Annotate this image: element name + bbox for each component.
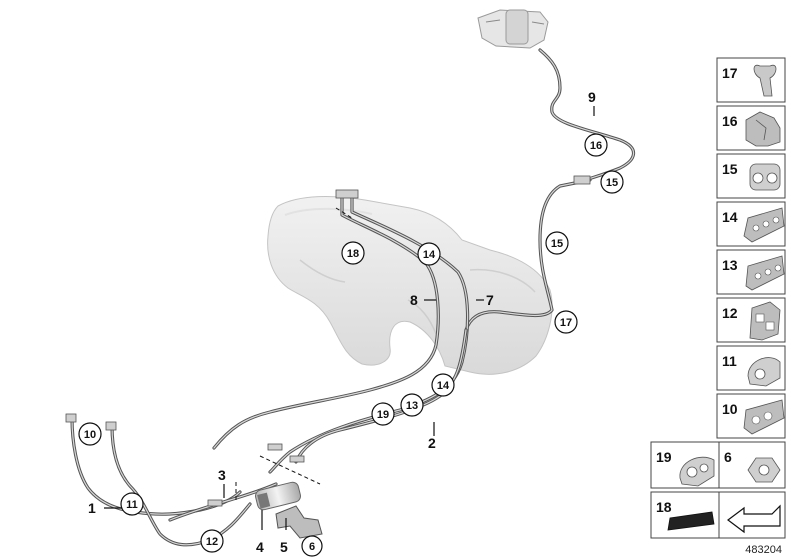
svg-text:13: 13 (722, 257, 738, 273)
circled-callout-6: 6 (301, 535, 323, 557)
svg-text:11: 11 (722, 353, 737, 369)
svg-text:18: 18 (347, 248, 359, 260)
panel-cell-arrow (718, 491, 786, 539)
circled-callout-15-lower: 15 (545, 231, 569, 255)
panel-cell-6: 6 (718, 441, 786, 489)
callout-1: 1 (88, 500, 96, 516)
panel-cell-19: 19 (650, 441, 720, 489)
circled-callout-17: 17 (554, 310, 578, 334)
svg-text:14: 14 (722, 209, 738, 225)
callout-9: 9 (588, 89, 596, 105)
circled-callout-14-upper: 14 (417, 242, 441, 266)
svg-text:6: 6 (724, 449, 732, 465)
panel-cell-18: 18 (650, 491, 720, 539)
svg-text:14: 14 (437, 380, 450, 392)
svg-text:18: 18 (656, 499, 672, 515)
panel-cell-10: 10 (716, 393, 786, 439)
circled-callout-16: 16 (584, 133, 608, 157)
connector-clips (65, 175, 591, 507)
carbon-canister-illustration (477, 9, 549, 49)
svg-text:15: 15 (722, 161, 738, 177)
circled-callout-19: 19 (371, 402, 395, 426)
circled-callouts: 6 10 11 12 13 14 14 15 (78, 133, 624, 557)
svg-text:12: 12 (206, 536, 218, 548)
leader-lines (104, 106, 595, 530)
bracket-illustration (275, 505, 323, 539)
callout-2: 2 (428, 435, 436, 451)
circled-callout-15-upper: 15 (600, 170, 624, 194)
callout-3: 3 (218, 467, 226, 483)
svg-text:19: 19 (377, 409, 389, 421)
circled-callout-10: 10 (78, 422, 102, 446)
circled-callout-13: 13 (400, 393, 424, 417)
svg-text:17: 17 (722, 65, 738, 81)
svg-text:15: 15 (606, 177, 618, 189)
panel-cell-15: 15 (716, 153, 786, 199)
panel-cell-13: 13 (716, 249, 786, 295)
svg-text:17: 17 (560, 317, 572, 329)
callout-7: 7 (486, 292, 494, 308)
panel-cell-17: 17 (716, 57, 786, 103)
circled-callout-18: 18 (341, 241, 365, 265)
catalog-number: 483204 (745, 544, 782, 556)
svg-text:19: 19 (656, 449, 672, 465)
svg-text:10: 10 (722, 401, 738, 417)
panel-cell-16: 16 (716, 105, 786, 151)
svg-text:11: 11 (126, 499, 138, 511)
arrow-icon (727, 504, 781, 534)
svg-text:6: 6 (309, 541, 315, 553)
callout-8: 8 (410, 292, 418, 308)
svg-text:16: 16 (722, 113, 738, 129)
callouts: 1 2 3 4 5 7 8 9 (88, 89, 596, 555)
circled-callout-12: 12 (200, 529, 224, 553)
fuel-filter-illustration (255, 481, 301, 511)
fuel-tank-illustration (267, 195, 553, 375)
svg-text:15: 15 (551, 238, 563, 250)
svg-text:16: 16 (590, 140, 602, 152)
panel-cell-11: 11 (716, 345, 786, 391)
callout-5: 5 (280, 539, 288, 555)
callout-4: 4 (256, 539, 264, 555)
parts-panel: 17 16 15 14 13 (650, 57, 786, 539)
svg-text:14: 14 (423, 249, 436, 261)
svg-text:10: 10 (84, 429, 96, 441)
circled-callout-14-lower: 14 (431, 373, 455, 397)
svg-text:12: 12 (722, 305, 738, 321)
panel-cell-12: 12 (716, 297, 786, 343)
dashed-guides (235, 207, 353, 500)
panel-cell-14: 14 (716, 201, 786, 247)
circled-callout-11: 11 (120, 492, 144, 516)
svg-text:13: 13 (406, 400, 418, 412)
